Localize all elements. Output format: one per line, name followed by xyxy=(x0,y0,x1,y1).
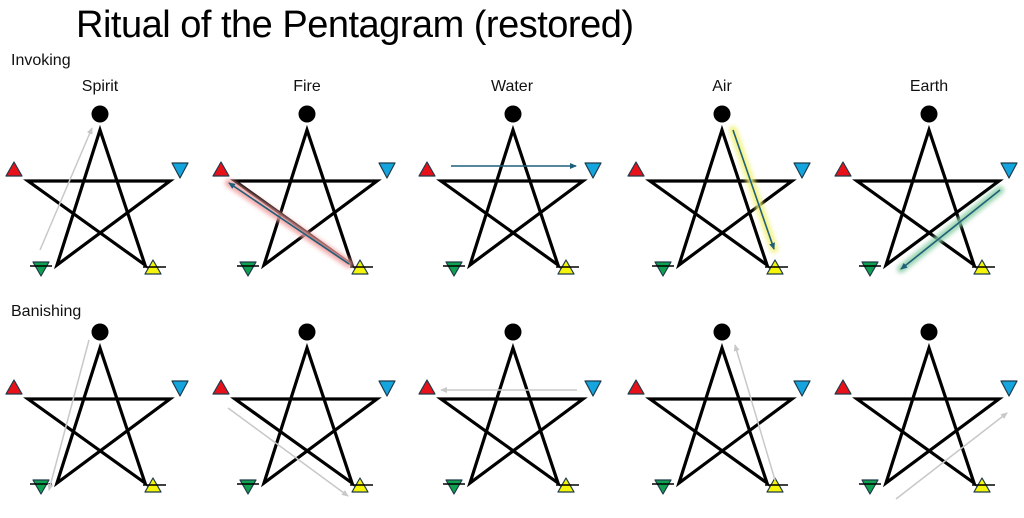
direction-arrow-air xyxy=(729,126,778,253)
arrow-line xyxy=(47,339,90,491)
direction-arrow-earth xyxy=(895,412,1008,500)
air-symbol-icon xyxy=(143,477,166,493)
earth-symbol-icon xyxy=(443,479,465,495)
column-label-earth: Earth xyxy=(909,78,949,95)
water-symbol-icon xyxy=(584,380,602,397)
spirit-symbol-icon xyxy=(91,323,109,341)
spirit-symbol-icon xyxy=(504,105,522,123)
water-symbol-icon xyxy=(793,380,811,397)
air-symbol-icon xyxy=(972,259,995,275)
earth-symbol-icon xyxy=(237,479,259,495)
air-symbol-icon xyxy=(765,477,788,493)
pentagram-star xyxy=(436,342,588,488)
pentagram-panel xyxy=(627,323,811,495)
pentagram-panel xyxy=(212,323,396,497)
row-label-invoking: Invoking xyxy=(11,52,71,69)
direction-arrow-earth xyxy=(897,186,1004,273)
pentagram-panel xyxy=(418,323,602,495)
column-label-air: Air xyxy=(712,78,732,95)
arrow-line xyxy=(895,412,1008,500)
spirit-symbol-icon xyxy=(91,105,109,123)
earth-symbol-icon xyxy=(443,261,465,277)
air-symbol-icon xyxy=(556,477,579,493)
earth-symbol-icon xyxy=(859,261,881,277)
air-symbol-icon xyxy=(350,477,373,493)
fire-symbol-icon xyxy=(627,379,645,395)
fire-symbol-icon xyxy=(212,161,230,177)
air-symbol-icon xyxy=(972,477,995,493)
arrow-line xyxy=(900,189,1001,270)
direction-arrow-spirit xyxy=(47,339,90,491)
water-symbol-icon xyxy=(1000,162,1018,179)
spirit-symbol-icon xyxy=(298,323,316,341)
row-label-banishing: Banishing xyxy=(11,303,82,320)
column-label-water: Water xyxy=(490,78,534,95)
water-symbol-icon xyxy=(171,380,189,397)
direction-arrow-spirit xyxy=(39,127,93,251)
air-symbol-icon xyxy=(556,259,579,275)
water-symbol-icon xyxy=(793,162,811,179)
fire-symbol-icon xyxy=(5,379,23,395)
spirit-symbol-icon xyxy=(298,105,316,123)
arrow-line xyxy=(228,182,350,265)
pentagram-star xyxy=(23,124,175,270)
pentagram-panel xyxy=(834,105,1018,277)
pentagram-star xyxy=(645,342,797,488)
water-symbol-icon xyxy=(171,162,189,179)
spirit-symbol-icon xyxy=(920,105,938,123)
pentagram-panel xyxy=(212,105,396,277)
spirit-symbol-icon xyxy=(920,323,938,341)
arrow-line xyxy=(732,129,775,250)
earth-symbol-icon xyxy=(652,261,674,277)
arrow-line xyxy=(227,407,349,497)
earth-symbol-icon xyxy=(30,479,52,495)
pentagram-star xyxy=(230,124,382,270)
fire-symbol-icon xyxy=(834,379,852,395)
direction-arrow-air xyxy=(733,344,776,481)
water-symbol-icon xyxy=(378,162,396,179)
pentagram-star xyxy=(23,342,175,488)
pentagram-panel xyxy=(834,323,1018,500)
spirit-symbol-icon xyxy=(713,105,731,123)
fire-symbol-icon xyxy=(212,379,230,395)
direction-arrow-fire xyxy=(225,179,353,268)
earth-symbol-icon xyxy=(652,479,674,495)
earth-symbol-icon xyxy=(30,261,52,277)
page-title: Ritual of the Pentagram (restored) xyxy=(76,4,634,46)
air-symbol-icon xyxy=(350,259,373,275)
pentagram-panel xyxy=(627,105,811,277)
water-symbol-icon xyxy=(584,162,602,179)
pentagram-star xyxy=(645,124,797,270)
water-symbol-icon xyxy=(378,380,396,397)
fire-symbol-icon xyxy=(627,161,645,177)
column-label-fire: Fire xyxy=(293,78,321,95)
spirit-symbol-icon xyxy=(713,323,731,341)
air-symbol-icon xyxy=(765,259,788,275)
pentagram-star xyxy=(436,124,588,270)
earth-symbol-icon xyxy=(859,479,881,495)
pentagram-star xyxy=(230,342,382,488)
pentagram-panel xyxy=(5,105,189,277)
air-symbol-icon xyxy=(143,259,166,275)
pentagram-panel xyxy=(5,323,189,495)
fire-symbol-icon xyxy=(418,379,436,395)
direction-arrow-fire xyxy=(227,407,349,497)
pentagram-panel xyxy=(418,105,602,277)
fire-symbol-icon xyxy=(418,161,436,177)
arrow-line xyxy=(733,344,776,481)
arrow-line xyxy=(39,127,93,251)
spirit-symbol-icon xyxy=(504,323,522,341)
fire-symbol-icon xyxy=(5,161,23,177)
fire-symbol-icon xyxy=(834,161,852,177)
pentagram-star xyxy=(852,124,1004,270)
column-label-spirit: Spirit xyxy=(81,78,119,95)
earth-symbol-icon xyxy=(237,261,259,277)
water-symbol-icon xyxy=(1000,380,1018,397)
pentagram-star xyxy=(852,342,1004,488)
